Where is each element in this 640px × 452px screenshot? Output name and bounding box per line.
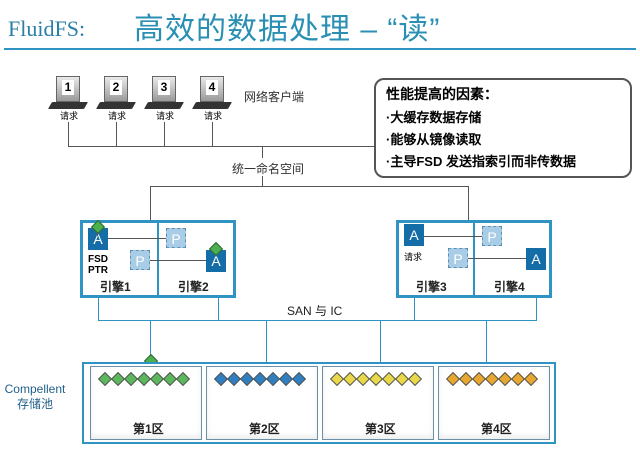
engine-2-label: 引擎2 [178, 280, 209, 294]
engine-1 [82, 222, 158, 296]
factor-item: ·能够从镜像读取 [386, 132, 482, 147]
active-block: A [404, 224, 424, 246]
connector [262, 146, 263, 158]
client-2: 2 请求 [95, 76, 137, 121]
san-bus [98, 320, 537, 321]
performance-factors-box: 性能提高的因素： ·大缓存数据存储 ·能够从镜像读取 ·主导FSD 发送指索引而… [374, 78, 632, 178]
san-connector [98, 298, 99, 320]
keyboard-icon [95, 102, 137, 109]
engine-2 [158, 222, 234, 296]
keyboard-icon [143, 102, 185, 109]
keyboard-icon [47, 102, 89, 109]
san-connector [218, 298, 219, 320]
factor-item: ·大缓存数据存储 [386, 110, 482, 125]
connector [212, 122, 213, 146]
namespace-label: 统一命名空间 [232, 162, 305, 176]
keyboard-icon [191, 102, 233, 109]
request-label: 请求 [404, 252, 423, 262]
factors-heading: 性能提高的因素： [386, 86, 498, 102]
storage-connector [150, 320, 151, 362]
mirror-link [108, 238, 166, 239]
brand-title: FluidFS: [8, 16, 86, 41]
passive-block: P [166, 228, 186, 248]
storage-connector [380, 320, 381, 362]
connector [262, 176, 263, 186]
factor-item: ·主导FSD 发送指索引而非传数据 [386, 154, 576, 169]
zone-4 [438, 366, 550, 440]
connector [468, 186, 469, 220]
zone-3 [322, 366, 434, 440]
mirror-link [150, 260, 206, 261]
connector [164, 122, 165, 146]
passive-block: P [482, 226, 502, 246]
connector [68, 122, 69, 146]
storage-connector [486, 320, 487, 362]
active-block: A [88, 228, 108, 250]
client-4: 4 请求 [191, 76, 233, 121]
zone-4-label: 第4区 [481, 422, 512, 436]
network-clients-label: 网络客户端 [244, 90, 305, 104]
connector [116, 122, 117, 146]
mirror-link [424, 236, 482, 237]
storage-connector [266, 320, 267, 362]
engine-3 [398, 222, 474, 296]
connector [150, 186, 151, 220]
zone-1 [90, 366, 202, 440]
san-connector [414, 298, 415, 320]
engine-1-label: 引擎1 [100, 280, 131, 294]
passive-block: P [448, 248, 468, 268]
engine-4-label: 引擎4 [494, 280, 525, 294]
zone-1-label: 第1区 [133, 422, 164, 436]
connector [97, 232, 98, 236]
passive-block: P [130, 250, 150, 270]
client-3: 3 请求 [143, 76, 185, 121]
san-label: SAN 与 IC [284, 302, 346, 319]
engine-3-label: 引擎3 [416, 280, 447, 294]
zone-3-label: 第3区 [365, 422, 396, 436]
zone-2-label: 第2区 [249, 422, 280, 436]
san-connector [536, 298, 537, 320]
page-title: 高效的数据处理 – “读” [134, 13, 441, 46]
active-block: A [526, 248, 546, 270]
client-bus [68, 146, 418, 147]
active-block: A [206, 250, 226, 272]
title-rule [4, 48, 636, 50]
engine-4 [474, 222, 550, 296]
namespace-bus [150, 186, 468, 187]
mirror-link [468, 258, 526, 259]
zone-2 [206, 366, 318, 440]
client-1: 1 请求 [47, 76, 89, 121]
